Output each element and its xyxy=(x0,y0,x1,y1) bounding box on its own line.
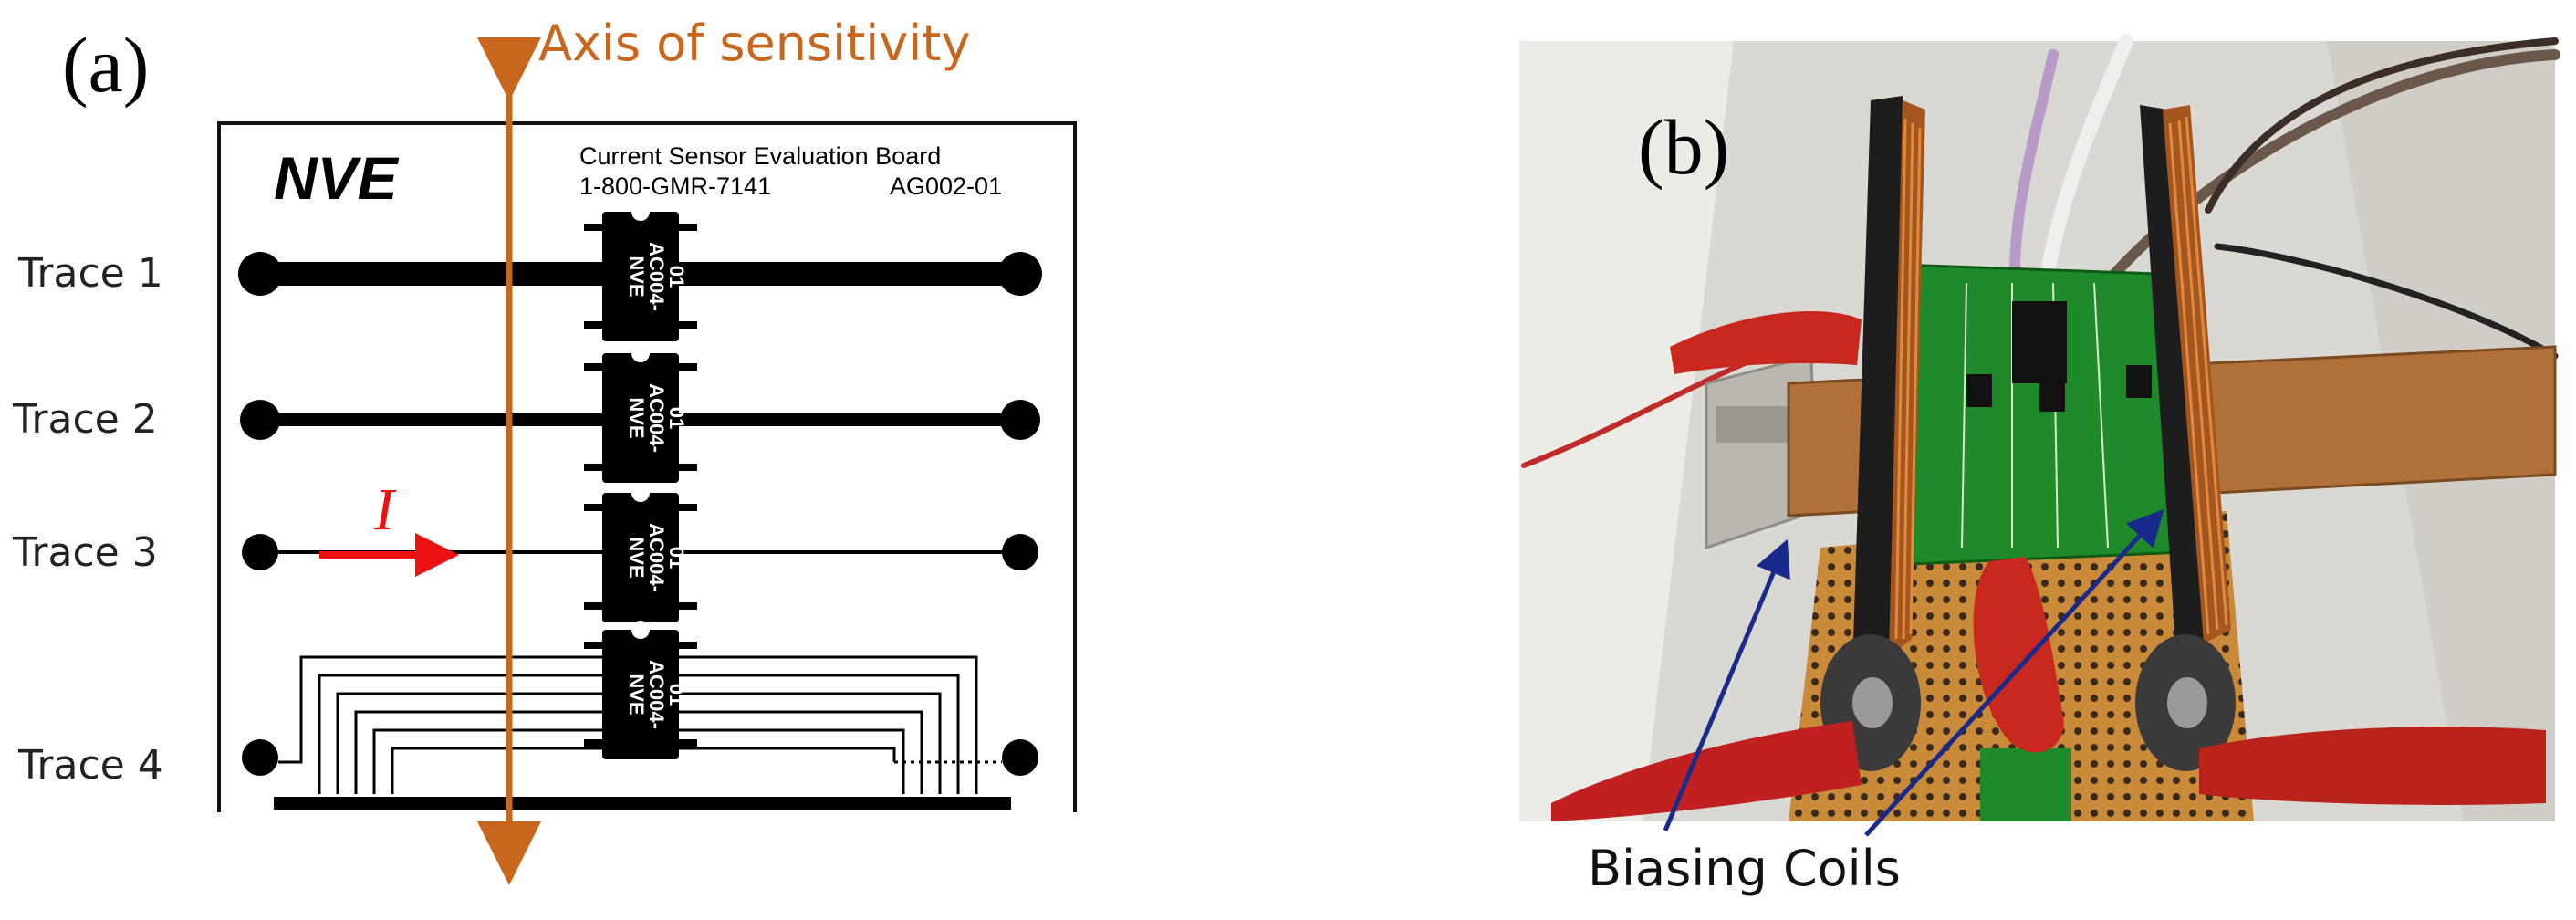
chip-1-line-3: 01 xyxy=(665,266,688,288)
chip-1-line-2: AC004- xyxy=(645,242,668,311)
board-phone: 1-800-GMR-7141 xyxy=(579,172,771,200)
chip-3-line-3: 01 xyxy=(665,547,688,569)
chip-2-line-2: AC004- xyxy=(645,383,668,453)
sensor-chip-4: NVE AC004- 01 xyxy=(584,621,697,759)
board-title: Current Sensor Evaluation Board xyxy=(579,142,941,170)
panel-a: (a) NVE Current Sensor Evaluation Board … xyxy=(12,15,1077,885)
sensor-chip-2: NVE AC004- 01 xyxy=(584,344,697,483)
chip-4-line-3: 01 xyxy=(665,684,688,706)
sensor-chip-1: NVE AC004- 01 xyxy=(584,203,697,341)
chip-3-line-1: NVE xyxy=(625,537,648,578)
chip-2-line-3: 01 xyxy=(665,407,688,429)
trace-label-4: Trace 4 xyxy=(17,742,163,789)
trace-label-3: Trace 3 xyxy=(12,529,158,576)
biasing-coils-caption: Biasing Coils xyxy=(1588,840,1901,897)
trace-label-1: Trace 1 xyxy=(17,250,163,297)
panel-b: (b) Biasing Coils xyxy=(1519,34,2560,897)
biasing-coil-left xyxy=(1820,96,1925,771)
panel-b-label: (b) xyxy=(1638,103,1729,191)
chip-1-line-1: NVE xyxy=(625,256,648,297)
current-symbol: I xyxy=(373,476,397,543)
coil-pointer-right xyxy=(1864,508,2164,837)
board-code: AG002-01 xyxy=(890,172,1002,200)
biasing-coil-right xyxy=(2135,105,2236,771)
chip-4-line-2: AC004- xyxy=(645,660,668,729)
board-outline xyxy=(217,121,1077,812)
chip-2-line-1: NVE xyxy=(625,397,648,438)
panel-a-label: (a) xyxy=(62,21,149,109)
nve-logo: NVE xyxy=(274,144,400,212)
coil-pointer-left xyxy=(1663,538,1790,831)
chip-4-line-1: NVE xyxy=(625,674,648,715)
alligator-clips xyxy=(1551,311,2546,821)
sensor-chip-3: NVE AC004- 01 xyxy=(584,484,697,622)
trace-label-2: Trace 2 xyxy=(12,396,158,443)
sensitivity-axis-label: Axis of sensitivity xyxy=(538,15,970,72)
chip-3-line-2: AC004- xyxy=(645,523,668,592)
